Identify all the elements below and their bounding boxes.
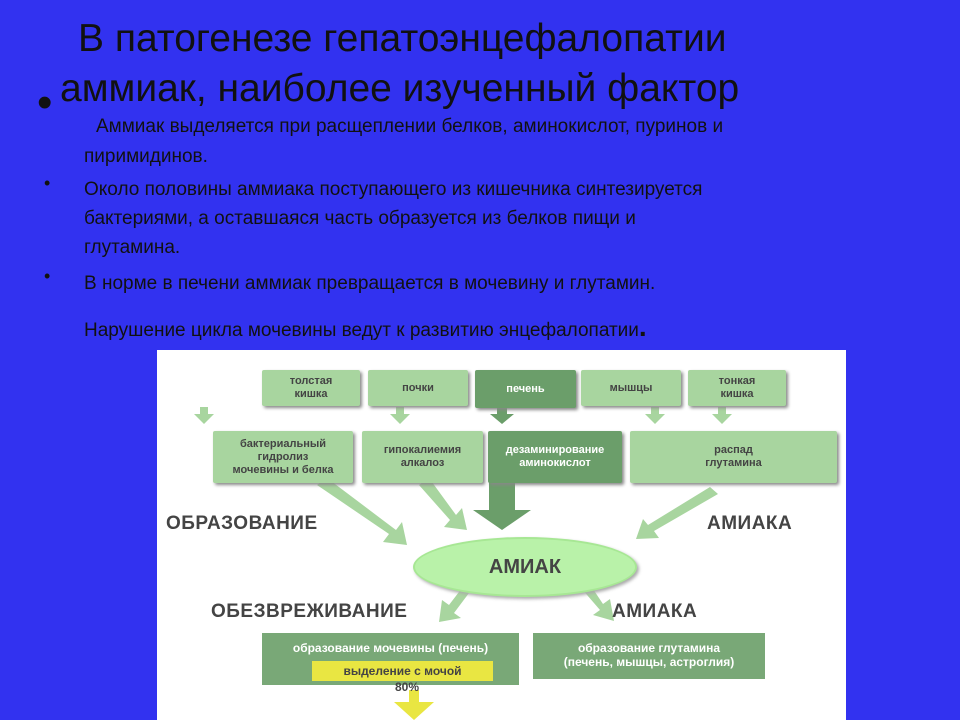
arrow-process-4 — [636, 487, 718, 539]
source-box-muscles: мышцы — [581, 370, 681, 406]
arrow-urine — [394, 690, 434, 720]
label-detox-left: ОБЕЗВРЕЖИВАНИЕ — [211, 601, 408, 622]
arrow-source-1 — [194, 407, 214, 424]
bullet-icon: • — [44, 173, 51, 193]
arrow-source-5 — [712, 407, 732, 424]
arrow-out-right — [581, 583, 614, 621]
label-formation-left: ОБРАЗОВАНИЕ — [166, 513, 318, 534]
arrow-liver-1 — [490, 407, 514, 424]
bullet-item-3: В норме в печени аммиак превращается в м… — [84, 273, 656, 294]
arrow-liver-2 — [473, 480, 531, 530]
slide-title: В патогенезе гепатоэнцефалопатии аммиак,… — [60, 14, 920, 114]
paragraph: Нарушение цикла мочевины ведут к развити… — [84, 311, 647, 342]
source-box-liver: печень — [475, 370, 576, 408]
output-box-glutamine: образование глутамина (печень, мышцы, ас… — [533, 633, 765, 679]
center-ammonia: АМИАК — [413, 537, 637, 597]
arrow-source-2 — [390, 407, 410, 424]
bullet-item-2: Около половины аммиака поступающего из к… — [84, 179, 703, 258]
title-line-1: В патогенезе гепатоэнцефалопатии — [78, 17, 727, 60]
arrow-process-2 — [419, 478, 467, 530]
bullet-icon: • — [44, 266, 51, 286]
diagram-arrows — [194, 407, 732, 720]
title-line-2: аммиак, наиболее изученный фактор — [60, 67, 740, 110]
arrow-process-1 — [317, 478, 407, 545]
bullet-icon: • — [37, 78, 53, 127]
bullet-item-1: Аммиак выделяется при расщеплении белков… — [84, 116, 724, 167]
excretion-badge: выделение с мочой — [312, 661, 493, 681]
source-box-kidneys: почки — [368, 370, 468, 406]
arrow-source-4 — [645, 407, 665, 424]
excretion-percent: 80% — [395, 680, 420, 694]
label-detox-right: АМИАКА — [612, 601, 698, 622]
arrow-out-left — [439, 588, 469, 622]
label-formation-right: АМИАКА — [707, 513, 793, 534]
